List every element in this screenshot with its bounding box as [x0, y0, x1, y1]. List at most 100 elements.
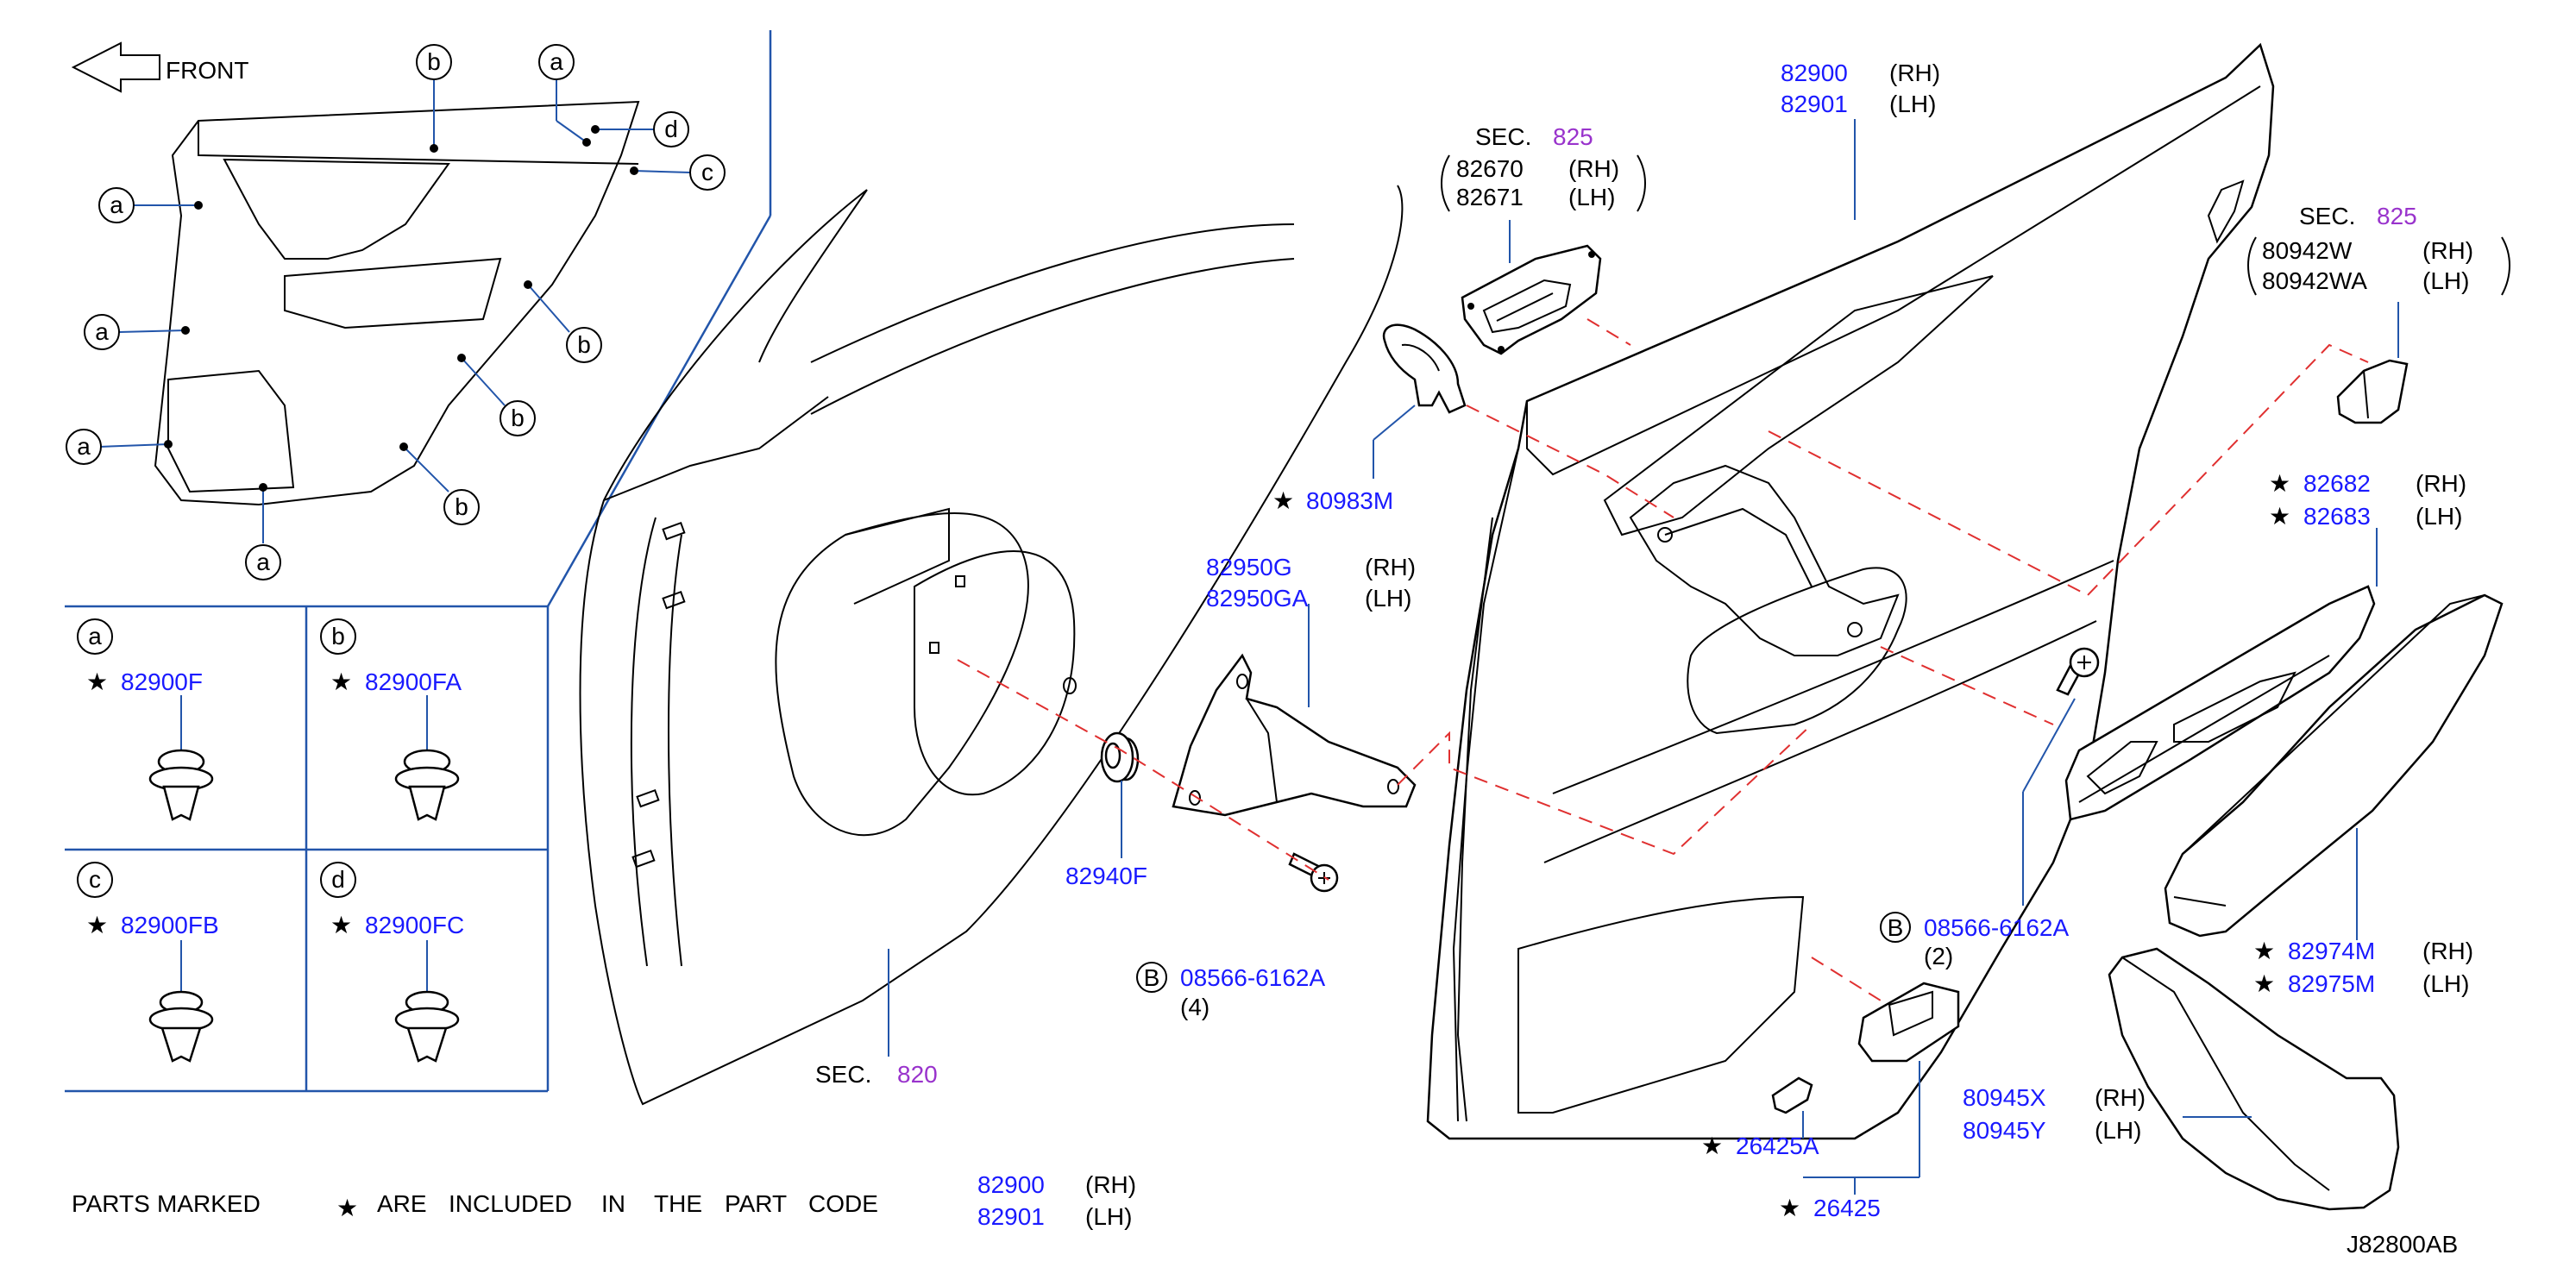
svg-text:PART: PART — [725, 1190, 787, 1217]
svg-text:(LH): (LH) — [2422, 267, 2469, 294]
clip-a-part-number: 82900F — [121, 668, 203, 695]
sec-825-cup-callout: SEC. 825 80942W (RH) 80942WA (LH) — [2247, 203, 2510, 296]
svg-text:b: b — [427, 48, 441, 75]
svg-text:08566-6162A: 08566-6162A — [1924, 914, 2069, 941]
armrest-callout: ★ 82974M (RH) ★ 82975M (LH) — [2253, 938, 2473, 997]
svg-text:★: ★ — [86, 912, 108, 938]
svg-text:(LH): (LH) — [1085, 1203, 1132, 1230]
overview-marker-b-3: b — [443, 489, 480, 525]
rod-clip-icon — [1382, 323, 1467, 414]
svg-text:26425A: 26425A — [1736, 1133, 1819, 1159]
svg-text:82950GA: 82950GA — [1206, 585, 1309, 612]
svg-text:★: ★ — [86, 668, 108, 695]
front-label: FRONT — [166, 57, 248, 84]
svg-text:a: a — [110, 191, 123, 218]
svg-text:★: ★ — [2269, 470, 2290, 497]
lamp-assy-callout: ★ 26425 — [1779, 1195, 1881, 1221]
push-clip-icon — [394, 990, 460, 1063]
trim-top-callout: 82900 (RH) 82901 (LH) — [1781, 60, 1940, 117]
svg-text:SEC.: SEC. — [1475, 123, 1531, 150]
svg-text:82900: 82900 — [1781, 60, 1848, 86]
svg-text:82901: 82901 — [1781, 91, 1848, 117]
svg-text:INCLUDED: INCLUDED — [449, 1190, 572, 1217]
grommet-callout: 82940F — [1065, 863, 1147, 889]
svg-text:(LH): (LH) — [2095, 1117, 2141, 1144]
svg-text:a: a — [256, 549, 270, 575]
svg-text:a: a — [95, 318, 109, 345]
clip-b-part-number: 82900FA — [365, 668, 462, 695]
svg-text:CODE: CODE — [808, 1190, 878, 1217]
svg-text:b: b — [511, 405, 525, 431]
svg-text:★: ★ — [330, 668, 352, 695]
inside-handle-drawing — [1461, 244, 1602, 355]
svg-text:d: d — [664, 116, 678, 142]
svg-text:★: ★ — [1701, 1133, 1723, 1159]
overview-marker-d: d — [653, 111, 689, 147]
front-arrow-icon — [71, 41, 160, 93]
svg-text:SEC.: SEC. — [2299, 203, 2355, 229]
svg-text:825: 825 — [1553, 123, 1593, 150]
armrest-pad-drawing — [2164, 593, 2504, 938]
push-clip-icon — [148, 749, 214, 821]
clip-cell-a: a ★ 82900F — [77, 618, 214, 821]
switch-panel-drawing — [2064, 585, 2376, 821]
switch-cup-icon — [2336, 359, 2409, 424]
push-clip-icon — [148, 990, 214, 1063]
svg-text:82901: 82901 — [977, 1203, 1045, 1230]
svg-text:(2): (2) — [1924, 943, 1953, 969]
svg-text:ARE: ARE — [377, 1190, 427, 1217]
clip-cell-d: d ★ 82900FC — [320, 862, 464, 1063]
svg-text:a: a — [77, 433, 91, 460]
bolt-right-callout: B 08566-6162A (2) — [1880, 912, 2069, 969]
svg-text:(RH): (RH) — [2095, 1084, 2146, 1111]
svg-text:82975M: 82975M — [2288, 970, 2375, 997]
svg-text:B: B — [1888, 914, 1904, 941]
svg-text:b: b — [577, 331, 591, 358]
svg-text:★: ★ — [1272, 487, 1294, 514]
svg-text:B: B — [1144, 964, 1160, 991]
svg-text:★: ★ — [336, 1195, 358, 1221]
svg-text:c: c — [89, 866, 101, 893]
lamp-housing-icon — [1857, 982, 1960, 1063]
svg-text:d: d — [331, 866, 345, 893]
svg-text:82682: 82682 — [2303, 470, 2371, 497]
trim-bottom-callout: 82900 (RH) 82901 (LH) — [977, 1171, 1136, 1230]
svg-text:80945Y: 80945Y — [1963, 1117, 2046, 1144]
svg-text:THE: THE — [654, 1190, 702, 1217]
svg-text:PARTS: PARTS — [72, 1190, 150, 1217]
svg-text:(LH): (LH) — [1365, 585, 1411, 612]
svg-text:c: c — [701, 159, 713, 185]
overview-marker-a-4: a — [245, 544, 281, 580]
svg-text:★: ★ — [2269, 503, 2290, 530]
bracket-drawing — [1172, 653, 1417, 817]
bulb-callout: ★ 26425A — [1701, 1133, 1819, 1159]
svg-text:80942W: 80942W — [2262, 237, 2353, 264]
svg-text:820: 820 — [897, 1061, 938, 1088]
svg-text:(4): (4) — [1180, 994, 1209, 1020]
svg-text:(RH): (RH) — [2422, 938, 2473, 964]
svg-text:★: ★ — [2253, 970, 2275, 997]
trim-inner-structure — [1629, 464, 1900, 656]
svg-text:b: b — [331, 623, 345, 649]
bolt-left-callout: B 08566-6162A (4) — [1136, 962, 1325, 1020]
lower-pocket-drawing — [2108, 947, 2400, 1211]
svg-text:(RH): (RH) — [2416, 470, 2466, 497]
door-trim-panel-drawing — [1426, 42, 2275, 1140]
parts-marked-note: PARTS MARKED ★ ARE INCLUDED IN THE PART … — [72, 1190, 878, 1221]
svg-text:★: ★ — [330, 912, 352, 938]
overview-marker-c: c — [689, 154, 726, 191]
overview-marker-a-3: a — [66, 429, 102, 465]
svg-text:SEC.: SEC. — [815, 1061, 871, 1088]
svg-text:82974M: 82974M — [2288, 938, 2375, 964]
svg-text:★: ★ — [1779, 1195, 1800, 1221]
callout-leaders — [888, 119, 2399, 1195]
assembly-dashed-lines — [957, 318, 2369, 1001]
clip-d-part-number: 82900FC — [365, 912, 464, 938]
svg-text:(RH): (RH) — [2422, 237, 2473, 264]
push-clip-icon — [394, 749, 460, 821]
svg-text:82683: 82683 — [2303, 503, 2371, 530]
bolt-right-icon — [2056, 647, 2100, 696]
svg-text:(RH): (RH) — [1365, 554, 1416, 580]
svg-text:(LH): (LH) — [2422, 970, 2469, 997]
